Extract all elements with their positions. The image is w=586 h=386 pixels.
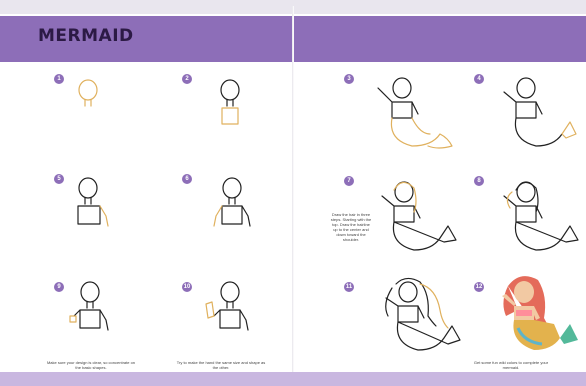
step-drawing-7 [374,178,464,262]
book-spine [292,6,294,384]
step-drawing-9 [66,280,114,346]
caption-left-1: Make sure your design is clear, so conce… [46,360,136,370]
step-drawing-3 [368,76,458,156]
step-badge-9: 9 [54,282,64,292]
step-drawing-11 [370,276,466,366]
step-badge-1: 1 [54,74,64,84]
step-drawing-10 [200,280,252,346]
footer-band [0,372,586,386]
step-badge-10: 10 [182,282,192,292]
caption-left-2: Try to make the hand the same size and s… [176,360,266,370]
step-badge-8: 8 [474,176,484,186]
step-drawing-4 [496,76,586,156]
step-badge-2: 2 [182,74,192,84]
caption-middle: Draw the hair in three steps. Starting w… [330,212,372,242]
page-title: MERMAID [38,26,134,48]
step-badge-6: 6 [182,174,192,184]
step-drawing-5 [70,176,114,236]
step-drawing-1 [70,76,110,116]
step-badge-11: 11 [344,282,354,292]
book-spread: MERMAID 1 2 5 6 9 10 Make sure your desi… [0,6,586,384]
caption-right: Get some fun wiki colors to complete you… [466,360,556,370]
step-drawing-2 [210,76,250,126]
step-badge-7: 7 [344,176,354,186]
step-drawing-12-colored [494,274,586,368]
step-badge-3: 3 [344,74,354,84]
step-badge-5: 5 [54,174,64,184]
step-drawing-6 [210,176,254,236]
step-drawing-8 [496,178,586,262]
step-badge-12: 12 [474,282,484,292]
step-badge-4: 4 [474,74,484,84]
